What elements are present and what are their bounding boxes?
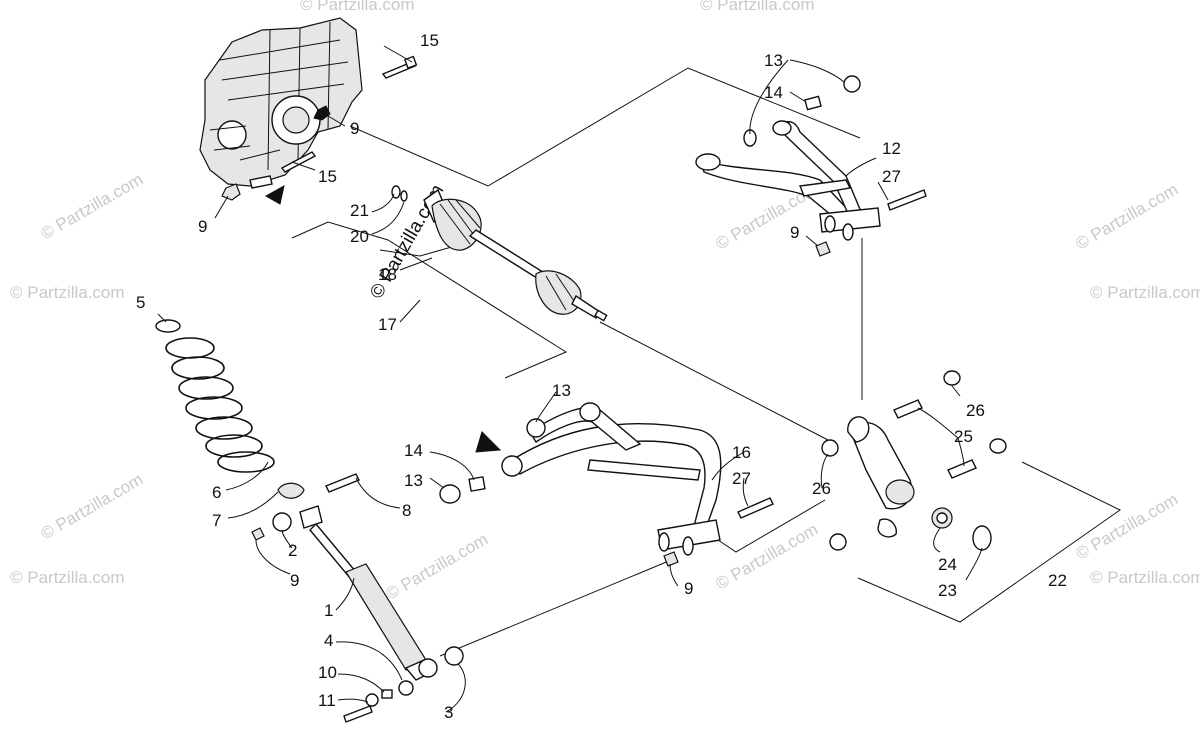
watermark: © Partzilla.com bbox=[10, 283, 125, 302]
callout-27: 27 bbox=[732, 469, 751, 488]
bushing-2 bbox=[272, 512, 292, 532]
callout-9: 9 bbox=[790, 223, 799, 242]
bushing-26-upper bbox=[821, 439, 839, 457]
bushing-13-lower bbox=[439, 484, 461, 504]
lower-a-arm bbox=[439, 402, 774, 567]
callout-14: 14 bbox=[404, 441, 423, 460]
bolt-15-lower bbox=[280, 151, 317, 173]
callout-27: 27 bbox=[882, 167, 901, 186]
spring-retainer-5 bbox=[155, 319, 181, 333]
bolt-8 bbox=[325, 473, 360, 493]
nut-9-upper bbox=[815, 241, 831, 257]
callout-9: 9 bbox=[198, 217, 207, 236]
bolt-11 bbox=[343, 705, 373, 723]
watermark: © Partzilla.com bbox=[10, 568, 125, 587]
callout-9: 9 bbox=[350, 119, 359, 138]
watermarks: © Partzilla.com © Partzilla.com © Partzi… bbox=[10, 0, 1200, 603]
callout-14: 14 bbox=[764, 83, 783, 102]
leader-lines bbox=[157, 45, 983, 713]
watermark: © Partzilla.com bbox=[713, 520, 822, 594]
callout-20: 20 bbox=[350, 227, 369, 246]
engine-housing bbox=[199, 17, 363, 187]
spacer-14-lower bbox=[468, 476, 486, 492]
engine-hardware bbox=[221, 55, 418, 205]
watermark: © Partzilla.com bbox=[38, 170, 147, 244]
callout-15: 15 bbox=[420, 31, 439, 50]
snap-ring-23 bbox=[972, 525, 992, 551]
callout-16: 16 bbox=[732, 443, 751, 462]
callout-12: 12 bbox=[882, 139, 901, 158]
bolt-27-upper bbox=[887, 189, 927, 211]
callout-24: 24 bbox=[938, 555, 957, 574]
callout-10: 10 bbox=[318, 663, 337, 682]
callout-8: 8 bbox=[402, 501, 411, 520]
callout-13: 13 bbox=[552, 381, 571, 400]
callout-26: 26 bbox=[812, 479, 831, 498]
arrow-marker-top bbox=[264, 185, 285, 205]
callouts: 15 9 15 9 21 20 18 17 13 14 12 27 9 5 6 … bbox=[136, 31, 1067, 722]
callout-2: 2 bbox=[288, 541, 297, 560]
steering-knuckle bbox=[821, 370, 1007, 551]
callout-4: 4 bbox=[324, 631, 333, 650]
callout-6: 6 bbox=[212, 483, 221, 502]
bushing-4 bbox=[398, 680, 414, 696]
bushing-13-upper bbox=[843, 75, 861, 93]
callout-13: 13 bbox=[764, 51, 783, 70]
callout-13: 13 bbox=[404, 471, 423, 490]
bushing-3 bbox=[444, 646, 464, 666]
arrow-marker-lower bbox=[475, 431, 502, 453]
callout-15: 15 bbox=[318, 167, 337, 186]
watermark: © Partzilla.com bbox=[383, 530, 492, 604]
bushing-13-lower-top bbox=[526, 418, 546, 438]
watermark: © Partzilla.com bbox=[1073, 490, 1182, 564]
nut-9-lower bbox=[663, 551, 679, 567]
watermark: © Partzilla.com bbox=[1090, 283, 1200, 302]
callout-21: 21 bbox=[350, 201, 369, 220]
upper-a-arm bbox=[695, 75, 927, 257]
callout-18: 18 bbox=[378, 265, 397, 284]
watermark: © Partzilla.com bbox=[300, 0, 415, 14]
spring-seat-6 bbox=[277, 482, 305, 499]
bolt-27-lower bbox=[737, 497, 774, 519]
bushing-26-lower bbox=[829, 533, 847, 551]
watermark: © Partzilla.com bbox=[1073, 180, 1182, 254]
coil-spring bbox=[155, 319, 305, 499]
callout-23: 23 bbox=[938, 581, 957, 600]
spacer-14-upper bbox=[804, 95, 822, 111]
nut-9-left bbox=[221, 183, 241, 201]
callout-17: 17 bbox=[378, 315, 397, 334]
callout-1: 1 bbox=[324, 601, 333, 620]
callout-3: 3 bbox=[444, 703, 453, 722]
watermark: © Partzilla.com bbox=[1090, 568, 1200, 587]
drive-axle bbox=[391, 185, 608, 322]
callout-26: 26 bbox=[966, 401, 985, 420]
assembly-outlines bbox=[291, 67, 1121, 657]
watermark: © Partzilla.com bbox=[38, 470, 147, 544]
washer bbox=[365, 693, 379, 707]
callout-9: 9 bbox=[684, 579, 693, 598]
nut-9-top bbox=[313, 105, 331, 121]
nut-9-shock bbox=[251, 527, 265, 541]
callout-9: 9 bbox=[290, 571, 299, 590]
watermark: © Partzilla.com bbox=[700, 0, 815, 14]
callout-22: 22 bbox=[1048, 571, 1067, 590]
spacer-10 bbox=[381, 689, 393, 699]
callout-11: 11 bbox=[318, 691, 336, 710]
callout-25: 25 bbox=[954, 427, 973, 446]
callout-7: 7 bbox=[212, 511, 221, 530]
callout-5: 5 bbox=[136, 293, 145, 312]
shock-absorber bbox=[251, 473, 464, 723]
